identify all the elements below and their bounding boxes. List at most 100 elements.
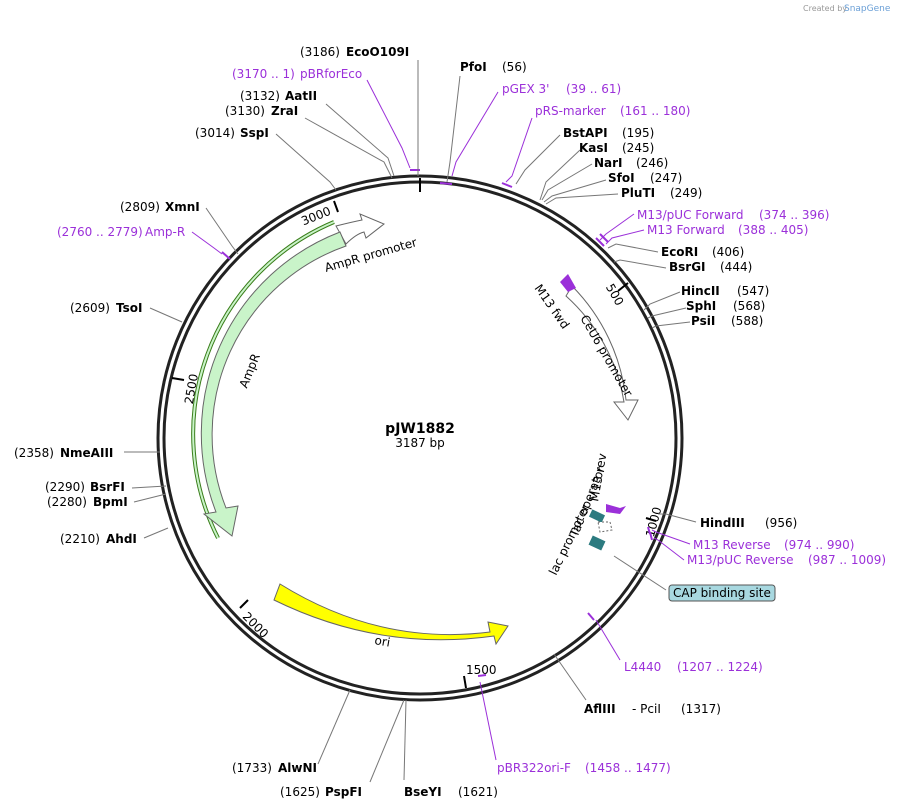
plasmid-name: pJW1882 — [385, 421, 455, 437]
site-sep-afliii: - PciI — [632, 702, 661, 716]
site-pos-sphi: (568) — [733, 299, 765, 313]
leader-cap — [613, 555, 667, 591]
ampr-arrow — [200, 231, 347, 537]
site-pos-pspfi: (1625) — [280, 785, 320, 799]
leader-m13puc-rev — [653, 537, 685, 561]
ori-label: ori — [373, 633, 391, 649]
leader-xmni — [205, 207, 239, 255]
site-pos-xmni: (2809) — [120, 200, 160, 214]
site-pos-pluti: (249) — [670, 186, 702, 200]
leader-zrai — [304, 117, 393, 179]
site-pos-aatii: (3132) — [240, 89, 280, 103]
primer-name-ampr: Amp-R — [145, 225, 185, 239]
primer-mark-ampr — [221, 251, 231, 260]
leader-kasi — [539, 149, 581, 201]
lac-operator-box — [588, 509, 606, 523]
leader-sfoi — [543, 179, 607, 203]
primer-name-m13-fwd: M13 Forward — [647, 223, 725, 237]
tick-label-1500: 1500 — [466, 663, 497, 677]
site-pos-hindiii: (956) — [765, 516, 797, 530]
leader-m13-fwd — [605, 229, 645, 245]
leader-pbr322ori — [479, 681, 497, 761]
primer-range-pbrforeco: (3170 .. 1) — [232, 67, 295, 81]
primer-name-pgex: pGEX 3' — [502, 82, 549, 96]
site-pos-alwni: (1733) — [232, 761, 272, 775]
primer-name-prs: pRS-marker — [535, 104, 606, 118]
leader-tsoi — [149, 307, 183, 323]
site-name-ecoo109i: EcoO109I — [346, 45, 409, 59]
site-name-bsrfi: BsrFI — [90, 480, 125, 494]
site-name-pspfi: PspFI — [325, 785, 362, 799]
leader-nari — [541, 163, 593, 201]
primer-name-pbrforeco: pBRforEco — [300, 67, 362, 81]
site-name-nari: NarI — [594, 156, 623, 170]
site-pos-zrai: (3130) — [225, 104, 265, 118]
leader-sspi — [275, 133, 337, 191]
site-name-tsoi: TsoI — [116, 301, 142, 315]
primer-name-pbr322ori: pBR322ori-F — [497, 761, 571, 775]
site-pos-kasi: (245) — [622, 141, 654, 155]
site-pos-sspi: (3014) — [195, 126, 235, 140]
site-name-afliii: AflIII — [584, 702, 616, 716]
site-name-zrai: ZraI — [271, 104, 298, 118]
site-name-nmeaiii: NmeAIII — [60, 446, 113, 460]
site-name-sspi: SspI — [240, 126, 269, 140]
primer-range-prs: (161 .. 180) — [620, 104, 690, 118]
tick-mark-2000 — [239, 599, 249, 609]
primer-mark-pbr322ori — [477, 674, 487, 677]
leader-bseyi — [403, 699, 407, 781]
primer-mark-m13puc-fwd — [595, 237, 605, 247]
leader-m13puc-fwd — [599, 213, 635, 241]
ceu6-promoter-label: CeU6 promoter — [577, 313, 635, 399]
tick-mark-3000 — [333, 200, 339, 213]
site-name-bseyi: BseYI — [404, 785, 442, 799]
branding-prefix: Created by — [803, 4, 847, 13]
primer-range-pbr322ori: (1458 .. 1477) — [585, 761, 671, 775]
ceu6-promoter-arrow — [565, 285, 639, 421]
site-pos-ecoo109i: (3186) — [300, 45, 340, 59]
site-name-alwni: AlwNI — [278, 761, 317, 775]
primer-name-m13puc-rev: M13/pUC Reverse — [687, 553, 794, 567]
site-name-bstapi: BstAPI — [563, 126, 608, 140]
site-name-ecori: EcoRI — [661, 245, 698, 259]
primer-mark-m13-fwd — [599, 233, 609, 243]
primer-range-m13puc-fwd: (374 .. 396) — [759, 208, 829, 222]
leader-alwni — [317, 689, 351, 765]
lac-promoter-label: lac promoter — [546, 502, 592, 577]
site-pos-pcii: (1317) — [681, 702, 721, 716]
leader-pluti — [545, 193, 619, 205]
site-name-kasi: KasI — [579, 141, 608, 155]
site-pos-hincii: (547) — [737, 284, 769, 298]
primer-name-m13rev: M13 Reverse — [693, 538, 771, 552]
site-name-bsrgi: BsrGI — [669, 260, 706, 274]
tick-mark-2500 — [171, 377, 185, 381]
site-pos-bstapi: (195) — [622, 126, 654, 140]
leader-ecori — [607, 243, 659, 253]
primer-range-pgex: (39 .. 61) — [566, 82, 621, 96]
site-pos-sfoi: (247) — [650, 171, 682, 185]
leader-bsrgi — [613, 259, 667, 269]
site-pos-nmeaiii: (2358) — [14, 446, 54, 460]
site-leaders — [124, 60, 697, 783]
leader-ahdi — [143, 527, 169, 539]
leader-prs — [505, 117, 533, 183]
site-pos-pfoi: (56) — [502, 60, 527, 74]
site-name-bpmi: BpmI — [93, 495, 128, 509]
ampr-label: AmpR — [237, 352, 263, 390]
site-name-hindiii: HindIII — [700, 516, 745, 530]
tick-mark-500 — [617, 282, 629, 292]
primer-range-m13puc-rev: (987 .. 1009) — [808, 553, 886, 567]
leader-l4440 — [595, 619, 621, 661]
site-name-sphi: SphI — [686, 299, 716, 313]
primer-mark-pgex — [439, 182, 453, 185]
cap-binding-site-badge — [668, 584, 776, 602]
m13-fwd-arrow — [560, 274, 576, 292]
site-name-aatii: AatII — [285, 89, 317, 103]
site-name-psii: PsiI — [691, 314, 715, 328]
leader-bpmi — [133, 493, 167, 503]
primer-range-m13-fwd: (388 .. 405) — [738, 223, 808, 237]
site-pos-ecori: (406) — [712, 245, 744, 259]
site-name-xmni: XmnI — [165, 200, 200, 214]
primer-name-m13puc-fwd: M13/pUC Forward — [637, 208, 744, 222]
